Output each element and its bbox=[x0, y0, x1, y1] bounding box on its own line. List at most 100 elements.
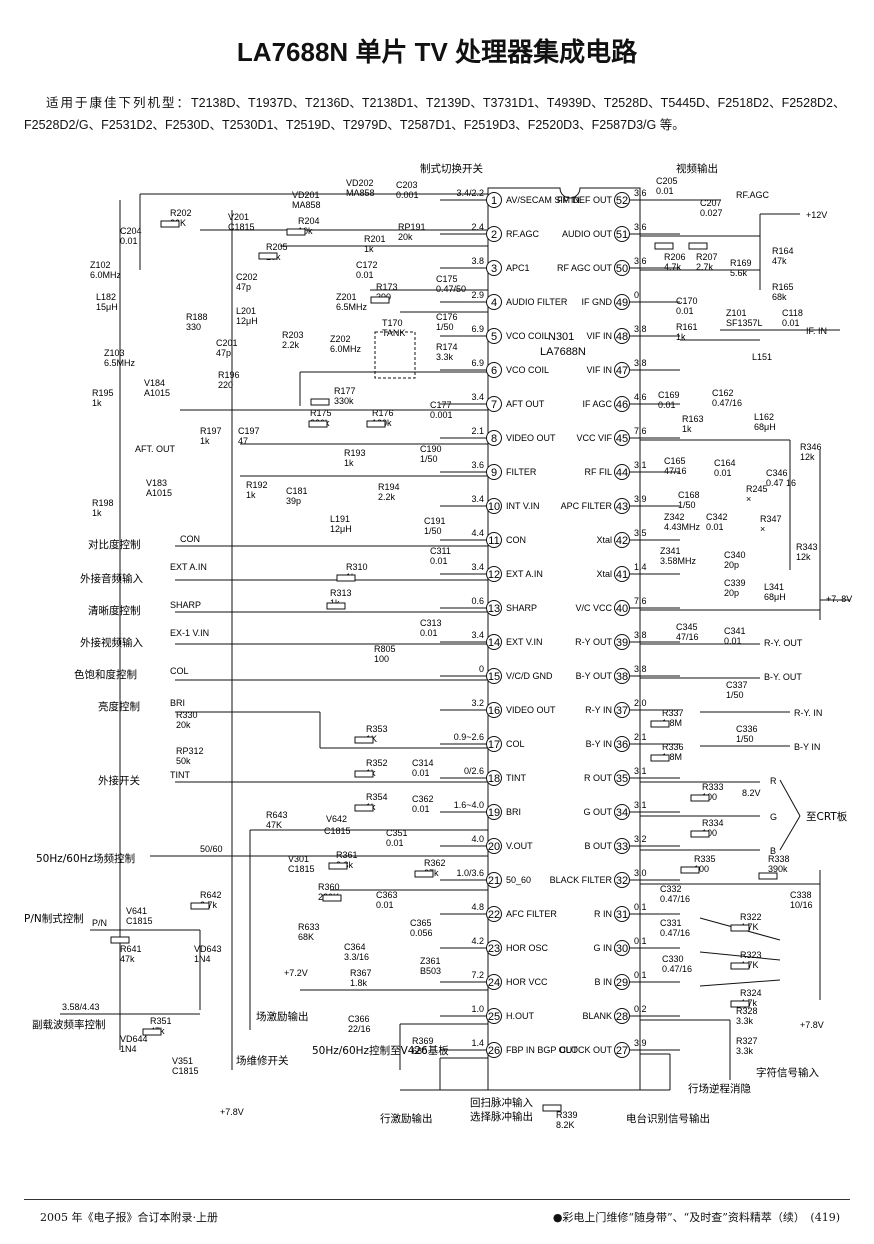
pin-number: 19 bbox=[488, 807, 500, 819]
label-78v-right: +7. 8V bbox=[826, 594, 852, 604]
resistor-symbol bbox=[730, 962, 750, 970]
pin-number: 14 bbox=[488, 637, 500, 649]
pin-11 bbox=[486, 532, 502, 548]
pin-number: 41 bbox=[616, 569, 628, 581]
pin-23 bbox=[486, 940, 502, 956]
pin-47 bbox=[614, 362, 630, 378]
pin-voltage: 0.1 bbox=[634, 902, 647, 912]
pin-voltage: 3.2 bbox=[634, 834, 647, 844]
label-gate: 选择脉冲输出 bbox=[470, 1110, 533, 1123]
pin-voltage: 2.1 bbox=[634, 732, 647, 742]
pin-voltage: 3.1 bbox=[634, 800, 647, 810]
pin-number: 10 bbox=[488, 501, 500, 513]
component-r347: R347× bbox=[760, 514, 782, 534]
pin-6 bbox=[486, 362, 502, 378]
pin-number: 30 bbox=[616, 943, 628, 955]
pin-label: 50_60 bbox=[506, 875, 531, 885]
label-50-60: 50/60 bbox=[200, 844, 223, 854]
pin-number: 32 bbox=[616, 875, 628, 887]
resistor-symbol bbox=[680, 866, 700, 874]
pin-voltage: 0/2.6 bbox=[464, 766, 484, 776]
label-pn-ctrl: P/N制式控制 bbox=[24, 912, 84, 925]
pin-voltage: 3.6 bbox=[471, 460, 484, 470]
pin-voltage: 6.9 bbox=[471, 358, 484, 368]
pin-33 bbox=[614, 838, 630, 854]
ic-part: LA7688N bbox=[540, 346, 586, 358]
pin-label: V/C/D GND bbox=[506, 671, 553, 681]
pin-number: 28 bbox=[616, 1011, 628, 1023]
resistor-symbol bbox=[688, 242, 708, 250]
pin-24 bbox=[486, 974, 502, 990]
pin-voltage: 3.9 bbox=[634, 1038, 647, 1048]
pin-27 bbox=[614, 1042, 630, 1058]
pin-46 bbox=[614, 396, 630, 412]
label-pn: P/N bbox=[92, 918, 107, 928]
component-c1815: C1815 bbox=[324, 826, 351, 836]
pin-number: 16 bbox=[488, 705, 500, 717]
pin-12 bbox=[486, 566, 502, 582]
pin-15 bbox=[486, 668, 502, 684]
resistor-symbol bbox=[758, 872, 778, 880]
pin-label: Xtal bbox=[596, 535, 612, 545]
pin-label: FBP IN BGP OUT bbox=[506, 1045, 578, 1055]
resistor-symbol bbox=[354, 770, 374, 778]
pin-number: 15 bbox=[488, 671, 500, 683]
pin-number: 45 bbox=[616, 433, 628, 445]
label-sharp: 清晰度控制 bbox=[88, 604, 141, 617]
label-72v: +7.2V bbox=[284, 968, 308, 978]
pin-voltage: 3.4 bbox=[471, 562, 484, 572]
pin-number: 33 bbox=[616, 841, 628, 853]
pin-number: 5 bbox=[491, 331, 497, 343]
label-78v: +7.8V bbox=[220, 1107, 244, 1117]
pin-voltage: 3.5 bbox=[634, 528, 647, 538]
pin-voltage: 3.6 bbox=[634, 188, 647, 198]
label-field-drive: 场激励输出 bbox=[256, 1010, 309, 1023]
pin-number: 2 bbox=[491, 229, 497, 241]
label-retrace-blank: 行场逆程消隐 bbox=[688, 1082, 751, 1095]
pin-number: 36 bbox=[616, 739, 628, 751]
pin-voltage: 7.2 bbox=[471, 970, 484, 980]
pin-label: INT V.IN bbox=[506, 501, 540, 511]
pin-voltage: 4.0 bbox=[471, 834, 484, 844]
label-ext-a: EXT A.IN bbox=[170, 562, 207, 572]
pin-label: FM DEF OUT bbox=[557, 195, 612, 205]
label-sub-freq: 副载波频率控制 bbox=[32, 1018, 106, 1031]
pin-26 bbox=[486, 1042, 502, 1058]
ic-ref: N301 bbox=[548, 331, 574, 343]
pin-voltage: 0 bbox=[634, 290, 639, 300]
pin-voltage: 3.6 bbox=[634, 222, 647, 232]
pin-voltage: 3.8 bbox=[634, 630, 647, 640]
resistor-symbol bbox=[354, 736, 374, 744]
resistor-symbol bbox=[326, 602, 346, 610]
pin-voltage: 1.0 bbox=[471, 1004, 484, 1014]
